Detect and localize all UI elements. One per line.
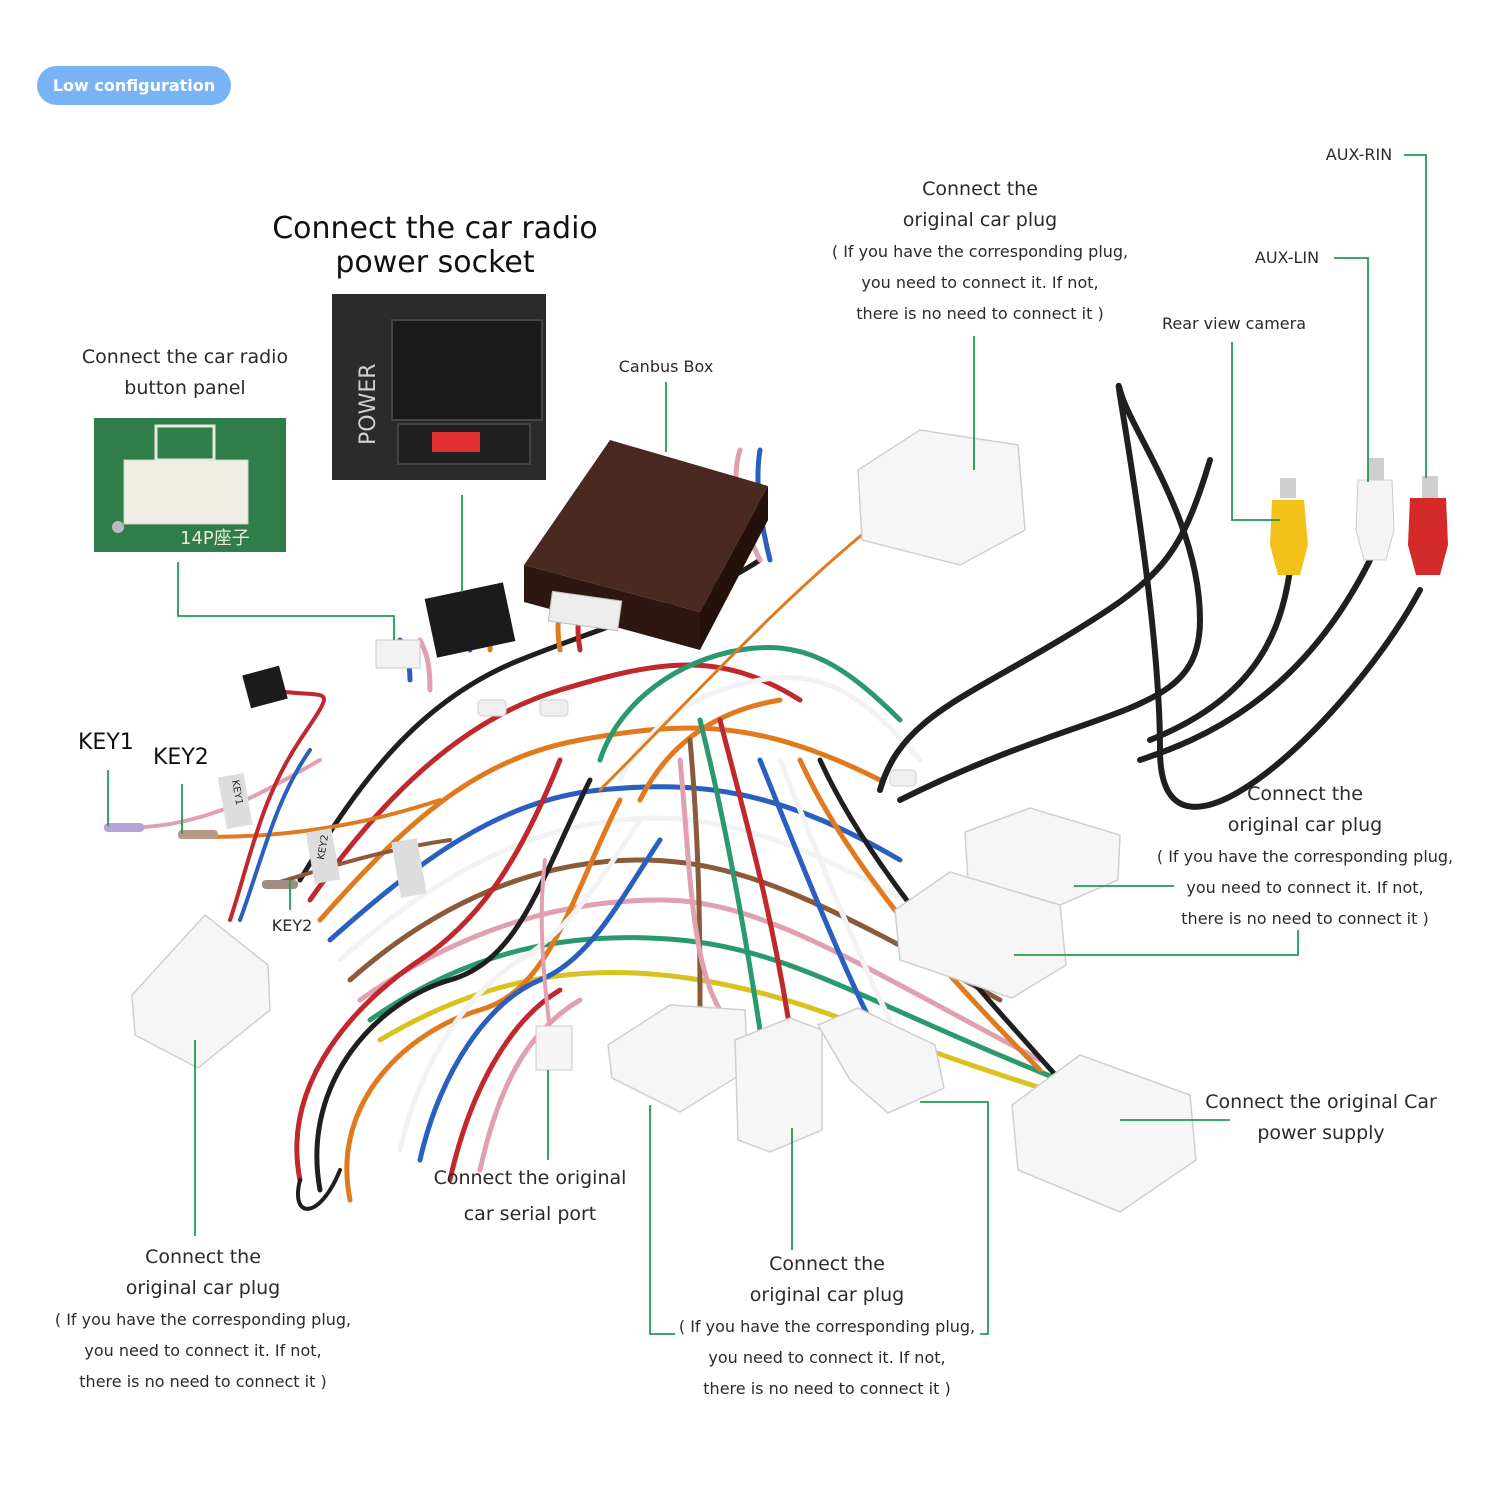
- plug-bottom-1: [607, 1004, 749, 1113]
- plug-top-line1: Connect the: [922, 178, 1038, 200]
- wire-harness: [108, 382, 1423, 1211]
- leader-plug-bottom-left: [649, 1105, 675, 1335]
- plug-bottom-line1: Connect the: [769, 1253, 885, 1275]
- power-socket-photo: POWER: [332, 294, 546, 480]
- plug-right-note3: there is no need to connect it ): [1181, 909, 1429, 928]
- pcb-label: 14P座子: [180, 528, 250, 549]
- plug-bottom-2: [734, 1017, 823, 1153]
- leader-plug-right-lower: [1014, 930, 1299, 956]
- canbus-box: [524, 440, 768, 650]
- plug-bottom-note2: you need to connect it. If not,: [708, 1348, 946, 1367]
- key-pins: [104, 773, 427, 898]
- plug-top-note1: ( If you have the corresponding plug,: [831, 242, 1129, 261]
- plug-right-note2: you need to connect it. If not,: [1186, 878, 1424, 897]
- key1-pin: [104, 823, 144, 832]
- plug-top-note3: there is no need to connect it ): [856, 304, 1104, 323]
- power-supply-line1: Connect the original Car: [1205, 1091, 1437, 1113]
- key2-tag: [305, 828, 341, 884]
- plug-top-label: Connect the original car plug ( If you h…: [820, 174, 1140, 329]
- plug-right-lower: [894, 871, 1067, 999]
- aux-lin-rca: [1355, 458, 1395, 561]
- plug-left-note1: ( If you have the corresponding plug,: [54, 1310, 352, 1329]
- power-socket-title-line1: Connect the car radio: [272, 211, 598, 246]
- radio-harness-plugs: [242, 582, 573, 1071]
- key2-pin: [178, 830, 218, 839]
- power-socket-title-line2: power socket: [335, 245, 535, 280]
- cable-ties: [477, 699, 917, 787]
- plug-top-note2: you need to connect it. If not,: [861, 273, 1099, 292]
- plug-bottom-3: [816, 1007, 945, 1114]
- plug-right-label: Connect the original car plug ( If you h…: [1150, 779, 1460, 934]
- rear-camera-rca: [1270, 478, 1308, 575]
- key1-label: KEY1: [78, 730, 134, 755]
- aux-lin-label: AUX-LIN: [1254, 248, 1320, 267]
- button-panel-photo: 14P座子: [94, 418, 286, 552]
- serial-port-line1: Connect the original: [433, 1167, 627, 1189]
- aux-rin-rca: [1408, 476, 1448, 575]
- plug-right-line1: Connect the: [1247, 783, 1363, 805]
- plug-left-line2: original car plug: [125, 1277, 281, 1299]
- canbus-label: Canbus Box: [618, 357, 714, 376]
- power-socket-title: Connect the car radio power socket: [270, 212, 600, 280]
- car-plugs: [131, 429, 1197, 1213]
- button-panel-line2: button panel: [124, 377, 246, 399]
- button-panel-line1: Connect the car radio: [81, 346, 289, 368]
- power-supply-label: Connect the original Car power supply: [1196, 1087, 1446, 1149]
- plug-left-label: Connect the original car plug ( If you h…: [48, 1242, 358, 1397]
- part-tag: [391, 838, 427, 898]
- key2-top-label: KEY2: [153, 745, 209, 770]
- rear-camera-label: Rear view camera: [1161, 314, 1307, 333]
- plug-left-note2: you need to connect it. If not,: [84, 1341, 322, 1360]
- leader-lines: [107, 154, 1427, 1335]
- serial-port-line2: car serial port: [463, 1203, 597, 1225]
- leader-rear-camera: [1231, 342, 1280, 521]
- key2-bottom-label: KEY2: [271, 916, 313, 935]
- power-supply-line2: power supply: [1257, 1122, 1385, 1144]
- plug-bottom-label: Connect the original car plug ( If you h…: [672, 1249, 982, 1404]
- rca-connectors: [1270, 458, 1448, 575]
- aux-rin-label: AUX-RIN: [1325, 145, 1393, 164]
- plug-top-line2: original car plug: [902, 209, 1058, 231]
- plug-bottom-note1: ( If you have the corresponding plug,: [678, 1317, 976, 1336]
- plug-left-line1: Connect the: [145, 1246, 261, 1268]
- power-supply-plug: [1011, 1054, 1197, 1213]
- key2-bottom-pin: [262, 880, 298, 889]
- plug-top-connector: [857, 429, 1026, 566]
- plug-bottom-line2: original car plug: [749, 1284, 905, 1306]
- low-configuration-badge: Low configuration: [37, 66, 231, 105]
- plug-left-note3: there is no need to connect it ): [79, 1372, 327, 1391]
- plug-bottom-note3: there is no need to connect it ): [703, 1379, 951, 1398]
- leader-button-panel: [177, 562, 395, 640]
- plug-right-line2: original car plug: [1227, 814, 1383, 836]
- leader-plug-bottom-right: [920, 1101, 989, 1335]
- plug-left-connector: [131, 913, 271, 1069]
- power-text: POWER: [356, 363, 381, 445]
- leader-aux-rin: [1404, 154, 1427, 478]
- serial-port-label: Connect the original car serial port: [420, 1160, 640, 1232]
- key1-tag: [217, 773, 253, 829]
- leader-aux-lin: [1334, 257, 1369, 482]
- plug-right-note1: ( If you have the corresponding plug,: [1156, 847, 1454, 866]
- button-panel-label: Connect the car radio button panel: [60, 342, 310, 404]
